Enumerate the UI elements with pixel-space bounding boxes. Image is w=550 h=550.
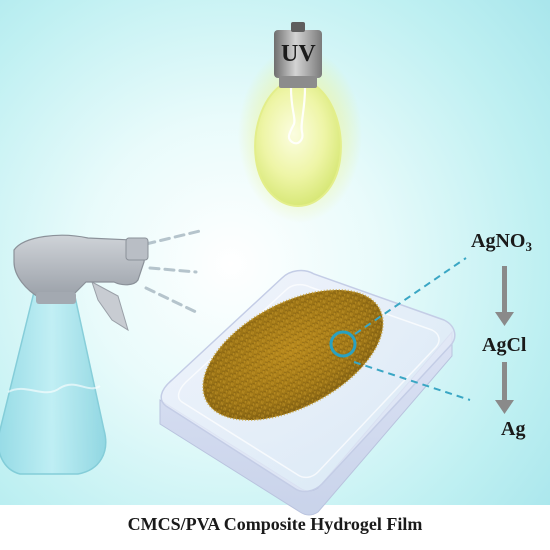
reaction-arrow-2 — [495, 362, 514, 414]
bulb-filament — [287, 86, 307, 145]
sprayer-nozzle — [125, 237, 149, 261]
figure-caption: CMCS/PVA Composite Hydrogel Film — [127, 514, 423, 534]
spray-bottle — [0, 234, 149, 475]
reaction-arrow-1 — [495, 266, 514, 326]
hydrogel-dish — [159, 269, 456, 516]
uv-lamp-label: UV — [281, 41, 316, 67]
dish-inner-rim — [177, 283, 440, 479]
caption-band — [0, 505, 550, 550]
magnified-region-marker — [329, 330, 357, 358]
silver-nitrate-subscript: 3 — [525, 239, 532, 254]
hydrogel-film — [202, 289, 384, 421]
bottle-liquid-wave — [7, 383, 101, 394]
lamp-cap-band — [279, 76, 317, 88]
silver-nitrate-text: AgNO — [471, 230, 526, 252]
lamp-cap — [274, 30, 322, 78]
lamp-contact — [291, 22, 305, 32]
sprayer-trigger — [91, 280, 129, 332]
reaction-step-silver-nitrate: AgNO3 — [471, 230, 532, 255]
reaction-step-silver-chloride: AgCl — [482, 334, 527, 356]
uv-lamp — [238, 22, 362, 223]
spray-lines — [144, 228, 206, 314]
film-edge — [202, 289, 384, 421]
bulb-glass — [254, 85, 342, 208]
bottle-neck — [36, 292, 76, 304]
sprayer-head — [13, 234, 146, 299]
zoom-lines — [353, 257, 471, 401]
reaction-step-silver: Ag — [501, 418, 526, 440]
bottle-body — [0, 291, 107, 475]
